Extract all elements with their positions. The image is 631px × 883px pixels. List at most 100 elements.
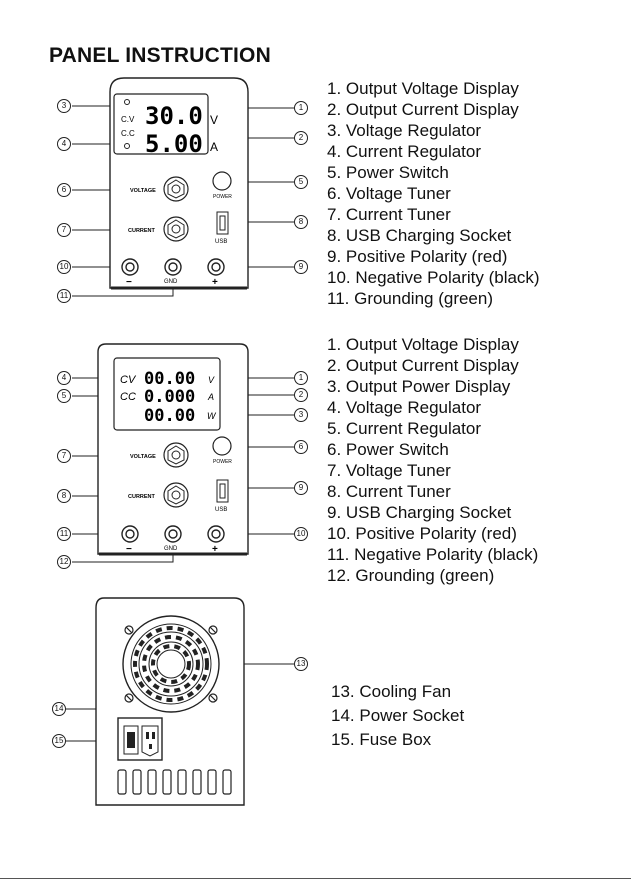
- negative-terminal[interactable]: [121, 258, 139, 276]
- footer-divider: [0, 878, 631, 879]
- front-panel-diagram-2: CV CC 00.00 0.000 00.00 V A W VOLTAGE PO…: [72, 343, 294, 563]
- page-title: PANEL INSTRUCTION: [49, 44, 271, 67]
- negative-terminal[interactable]: [121, 525, 139, 543]
- cv-indicator-label: C.V: [121, 115, 135, 124]
- callout-2: 2: [294, 388, 308, 402]
- ground-terminal[interactable]: [164, 525, 182, 543]
- callout-11: 11: [57, 527, 71, 541]
- cv-indicator-label: CV: [120, 374, 137, 386]
- power-label: POWER: [213, 194, 232, 200]
- cc-indicator-label: CC: [120, 391, 136, 403]
- legend-item: 4. Voltage Regulator: [327, 398, 482, 417]
- ground-terminal[interactable]: [164, 258, 182, 276]
- callout-3: 3: [294, 408, 308, 422]
- callout-7: 7: [57, 223, 71, 237]
- legend-item: 11. Grounding (green): [327, 289, 494, 308]
- voltage-knob[interactable]: [163, 176, 189, 202]
- callout-12: 12: [57, 555, 71, 569]
- current-readout: 0.000: [144, 387, 195, 407]
- legend-list-3: 13. Cooling Fan 14. Power Socket 15. Fus…: [331, 680, 464, 752]
- amp-unit-label: A: [210, 140, 218, 154]
- power-button[interactable]: [212, 171, 232, 191]
- legend-item: 14. Power Socket: [331, 706, 465, 725]
- legend-item: 10. Positive Polarity (red): [327, 524, 517, 543]
- legend-item: 15. Fuse Box: [331, 730, 432, 749]
- positive-terminal[interactable]: [207, 525, 225, 543]
- volt-unit-label: V: [208, 375, 215, 385]
- minus-label: −: [126, 277, 132, 288]
- usb-socket[interactable]: [216, 479, 229, 503]
- legend-item: 10. Negative Polarity (black): [327, 268, 540, 287]
- legend-item: 8. Current Tuner: [327, 482, 451, 501]
- voltage-readout: 30.0: [145, 102, 203, 130]
- power-button[interactable]: [212, 436, 232, 456]
- current-knob-label: CURRENT: [128, 228, 156, 234]
- legend-list-2: 1. Output Voltage Display 2. Output Curr…: [327, 334, 538, 586]
- legend-item: 1. Output Voltage Display: [327, 79, 519, 98]
- legend-item: 2. Output Current Display: [327, 100, 519, 119]
- callout-4: 4: [57, 371, 71, 385]
- callout-13: 13: [294, 657, 308, 671]
- callout-8: 8: [294, 215, 308, 229]
- callout-3: 3: [57, 99, 71, 113]
- legend-item: 6. Power Switch: [327, 440, 449, 459]
- plus-label: +: [212, 544, 218, 555]
- legend-item: 4. Current Regulator: [327, 142, 482, 161]
- gnd-label: GND: [164, 279, 178, 285]
- callout-9: 9: [294, 481, 308, 495]
- callout-15: 15: [52, 734, 66, 748]
- vent-slots: [117, 769, 232, 795]
- usb-socket[interactable]: [216, 211, 229, 235]
- legend-item: 13. Cooling Fan: [331, 682, 452, 701]
- current-readout: 5.00: [145, 130, 203, 158]
- legend-item: 6. Voltage Tuner: [327, 184, 451, 203]
- minus-label: −: [126, 544, 132, 555]
- callout-6: 6: [57, 183, 71, 197]
- legend-item: 9. USB Charging Socket: [327, 503, 512, 522]
- rear-panel-diagram: [64, 597, 294, 806]
- power-readout: 00.00: [144, 406, 195, 426]
- legend-item: 3. Output Power Display: [327, 377, 511, 396]
- legend-item: 9. Positive Polarity (red): [327, 247, 508, 266]
- legend-item: 2. Output Current Display: [327, 356, 519, 375]
- current-knob[interactable]: [163, 216, 189, 242]
- legend-item: 5. Current Regulator: [327, 419, 482, 438]
- legend-item: 1. Output Voltage Display: [327, 335, 519, 354]
- watt-unit-label: W: [207, 411, 217, 421]
- callout-6: 6: [294, 440, 308, 454]
- callout-4: 4: [57, 137, 71, 151]
- cooling-fan: [122, 615, 220, 713]
- legend-item: 12. Grounding (green): [327, 566, 495, 585]
- legend-item: 5. Power Switch: [327, 163, 449, 182]
- gnd-label: GND: [164, 546, 178, 552]
- callout-7: 7: [57, 449, 71, 463]
- power-socket[interactable]: [117, 717, 163, 761]
- callout-5: 5: [57, 389, 71, 403]
- power-label: POWER: [213, 459, 232, 465]
- usb-label: USB: [215, 239, 227, 245]
- positive-terminal[interactable]: [207, 258, 225, 276]
- current-knob-label: CURRENT: [128, 494, 156, 500]
- cc-indicator-label: C.C: [121, 129, 135, 138]
- voltage-readout: 00.00: [144, 369, 195, 389]
- callout-10: 10: [57, 260, 71, 274]
- callout-14: 14: [52, 702, 66, 716]
- legend-item: 7. Current Tuner: [327, 205, 451, 224]
- legend-item: 11. Negative Polarity (black): [327, 545, 539, 564]
- legend-list-1: 1. Output Voltage Display 2. Output Curr…: [327, 78, 540, 309]
- plus-label: +: [212, 277, 218, 288]
- current-knob[interactable]: [163, 482, 189, 508]
- screw-icon: [124, 625, 218, 703]
- usb-label: USB: [215, 507, 227, 513]
- callout-1: 1: [294, 371, 308, 385]
- callout-2: 2: [294, 131, 308, 145]
- legend-item: 7. Voltage Tuner: [327, 461, 451, 480]
- front-panel-diagram-1: C.V C.C 30.0 5.00 V A VOLTAGE POWER CURR…: [72, 77, 294, 297]
- voltage-knob[interactable]: [163, 442, 189, 468]
- volt-unit-label: V: [210, 113, 218, 127]
- voltage-knob-label: VOLTAGE: [130, 188, 156, 194]
- legend-item: 3. Voltage Regulator: [327, 121, 482, 140]
- callout-8: 8: [57, 489, 71, 503]
- legend-item: 8. USB Charging Socket: [327, 226, 512, 245]
- callout-5: 5: [294, 175, 308, 189]
